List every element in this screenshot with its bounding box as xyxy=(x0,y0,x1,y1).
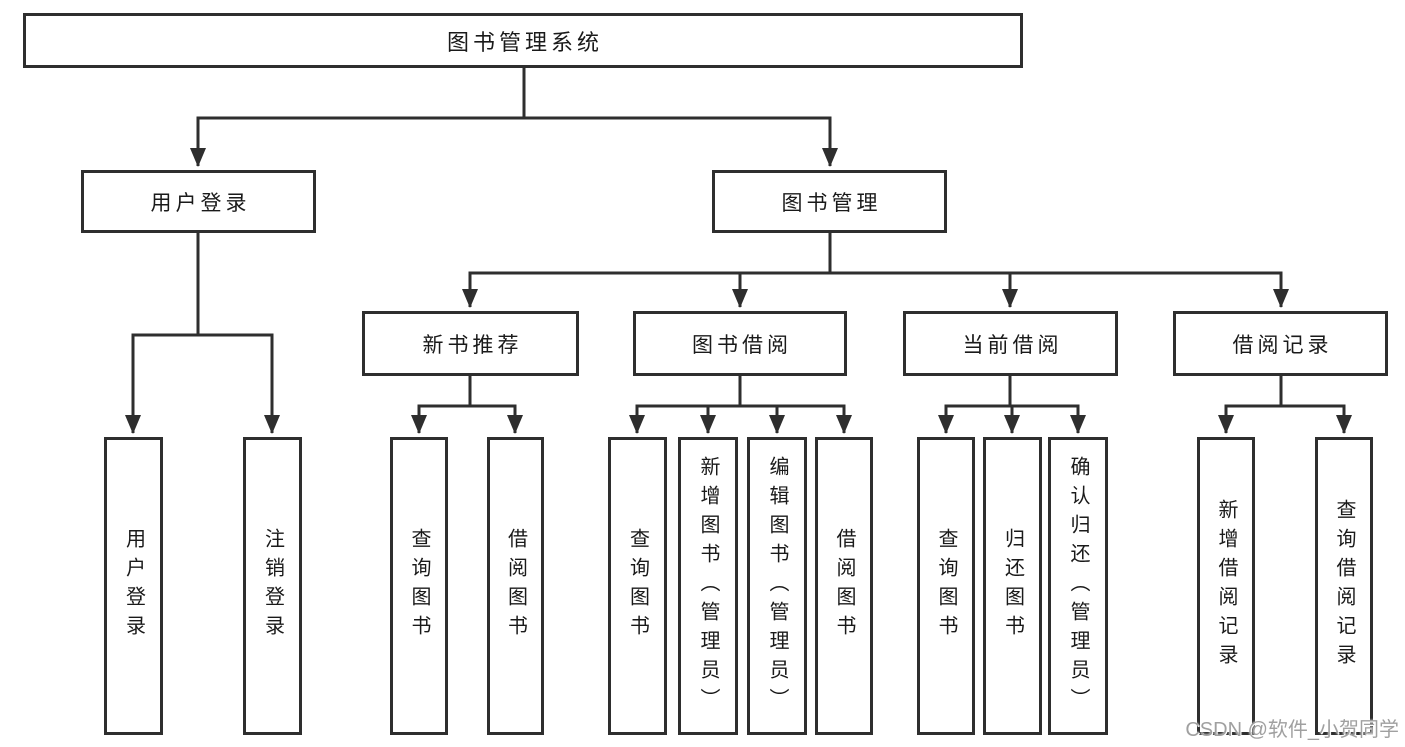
csdn-watermark: CSDN @软件_小贺同学 xyxy=(1185,719,1399,741)
node-new-book-recommend: 新书推荐 xyxy=(362,311,579,376)
leaf-query-borrow-record: 查询借阅记录 xyxy=(1315,437,1373,735)
leaf-borrow-books-1-label: 借阅图书 xyxy=(504,528,527,644)
leaf-user-login: 用户登录 xyxy=(104,437,163,735)
node-book-management-label: 图书管理 xyxy=(781,191,882,215)
node-book-management: 图书管理 xyxy=(712,170,947,233)
leaf-user-login-label: 用户登录 xyxy=(122,528,145,644)
node-root-label: 图书管理系统 xyxy=(446,29,603,55)
leaf-edit-books-admin-label: 编辑图书（管理员） xyxy=(766,455,788,717)
node-root-system: 图书管理系统 xyxy=(23,13,1023,68)
leaf-query-books-3: 查询图书 xyxy=(917,437,975,735)
node-borrow-record-label: 借阅记录 xyxy=(1232,333,1333,357)
node-user-login-label: 用户登录 xyxy=(150,191,251,215)
leaf-query-borrow-record-label: 查询借阅记录 xyxy=(1333,499,1355,673)
leaf-query-books-1-label: 查询图书 xyxy=(408,528,430,644)
leaf-borrow-books-2: 借阅图书 xyxy=(815,437,873,735)
leaf-add-borrow-record-label: 新增借阅记录 xyxy=(1215,499,1237,673)
leaf-add-books-admin-label: 新增图书（管理员） xyxy=(697,455,719,717)
node-borrow-record: 借阅记录 xyxy=(1173,311,1388,376)
node-new-book-recommend-label: 新书推荐 xyxy=(422,333,523,357)
leaf-logout-label: 注销登录 xyxy=(261,528,284,644)
leaf-borrow-books-1: 借阅图书 xyxy=(487,437,544,735)
leaf-logout: 注销登录 xyxy=(243,437,302,735)
leaf-add-books-admin: 新增图书（管理员） xyxy=(678,437,738,735)
leaf-confirm-return-admin: 确认归还（管理员） xyxy=(1048,437,1108,735)
leaf-confirm-return-admin-label: 确认归还（管理员） xyxy=(1067,455,1089,717)
leaf-query-books-3-label: 查询图书 xyxy=(935,528,957,644)
node-current-borrow-label: 当前借阅 xyxy=(962,333,1063,357)
leaf-borrow-books-2-label: 借阅图书 xyxy=(833,528,855,644)
leaf-query-books-1: 查询图书 xyxy=(390,437,448,735)
leaf-query-books-2-label: 查询图书 xyxy=(626,528,649,644)
leaf-return-books-label: 归还图书 xyxy=(1001,528,1024,644)
leaf-return-books: 归还图书 xyxy=(983,437,1042,735)
leaf-add-borrow-record: 新增借阅记录 xyxy=(1197,437,1255,735)
leaf-edit-books-admin: 编辑图书（管理员） xyxy=(747,437,807,735)
leaf-query-books-2: 查询图书 xyxy=(608,437,667,735)
node-current-borrow: 当前借阅 xyxy=(903,311,1118,376)
node-book-borrow: 图书借阅 xyxy=(633,311,847,376)
node-book-borrow-label: 图书借阅 xyxy=(692,333,792,357)
node-user-login: 用户登录 xyxy=(81,170,316,233)
